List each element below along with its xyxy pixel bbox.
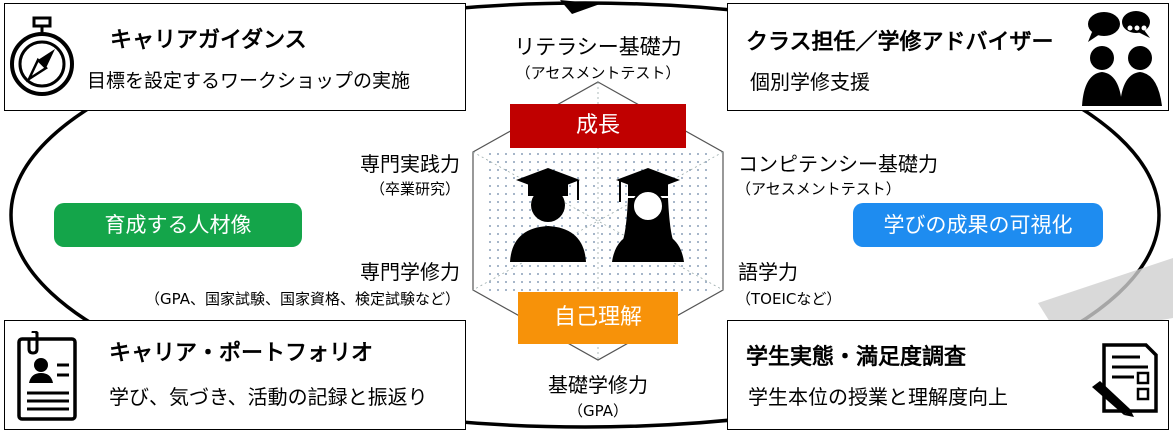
language-note: （TOEICなど） xyxy=(736,290,842,308)
basic-study-note: （GPA） xyxy=(568,402,628,420)
student-survey-box: 学生実態・満足度調査 学生本位の授業と理解度向上 xyxy=(727,320,1169,430)
career-guidance-title: キャリアガイダンス xyxy=(110,28,307,53)
career-portfolio-box: キャリア・ポートフォリオ 学び、気づき、活動の記録と振返り xyxy=(4,320,466,430)
graduates-icon xyxy=(510,168,684,262)
basic-study-label: 基礎学修力 xyxy=(548,373,648,397)
professional-practice-label: 専門実践力 xyxy=(360,152,460,176)
professional-practice-note: （卒業研究） xyxy=(369,180,460,198)
cycle-arrow-head xyxy=(560,0,600,14)
class-advisor-box: クラス担任／学修アドバイザー 個別学修支援 xyxy=(727,3,1169,111)
professional-study-note: （GPA、国家試験、国家資格、検定試験など） xyxy=(145,290,460,308)
career-portfolio-subtitle: 学び、気づき、活動の記録と振返り xyxy=(109,385,428,409)
growth-label: 成長 xyxy=(510,104,686,148)
class-advisor-subtitle: 個別学修支援 xyxy=(750,70,870,94)
career-guidance-subtitle: 目標を設定するワークショップの実施 xyxy=(87,70,411,92)
portfolio-document-icon xyxy=(17,331,77,421)
people-chat-icon xyxy=(1082,11,1162,106)
student-survey-title: 学生実態・満足度調査 xyxy=(746,345,967,370)
literacy-note: （アセスメントテスト） xyxy=(515,64,681,82)
literacy-label: リテラシー基礎力 xyxy=(514,35,682,59)
checklist-pen-icon xyxy=(1092,343,1158,417)
career-portfolio-title: キャリア・ポートフォリオ xyxy=(109,341,374,366)
competency-note: （アセスメントテスト） xyxy=(736,180,901,198)
class-advisor-title: クラス担任／学修アドバイザー xyxy=(746,30,1054,55)
target-talent-pill: 育成する人材像 xyxy=(54,203,302,247)
compass-icon xyxy=(10,16,74,96)
career-guidance-box: キャリアガイダンス 目標を設定するワークショップの実施 xyxy=(4,3,466,111)
self-understanding-label: 自己理解 xyxy=(518,292,678,344)
language-label: 語学力 xyxy=(738,260,798,284)
competency-label: コンピテンシー基礎力 xyxy=(738,152,938,176)
professional-study-label: 専門学修力 xyxy=(360,260,460,284)
student-survey-subtitle: 学生本位の授業と理解度向上 xyxy=(748,385,1008,409)
gray-arrow xyxy=(1038,258,1173,338)
learning-outcomes-pill: 学びの成果の可視化 xyxy=(853,203,1103,247)
